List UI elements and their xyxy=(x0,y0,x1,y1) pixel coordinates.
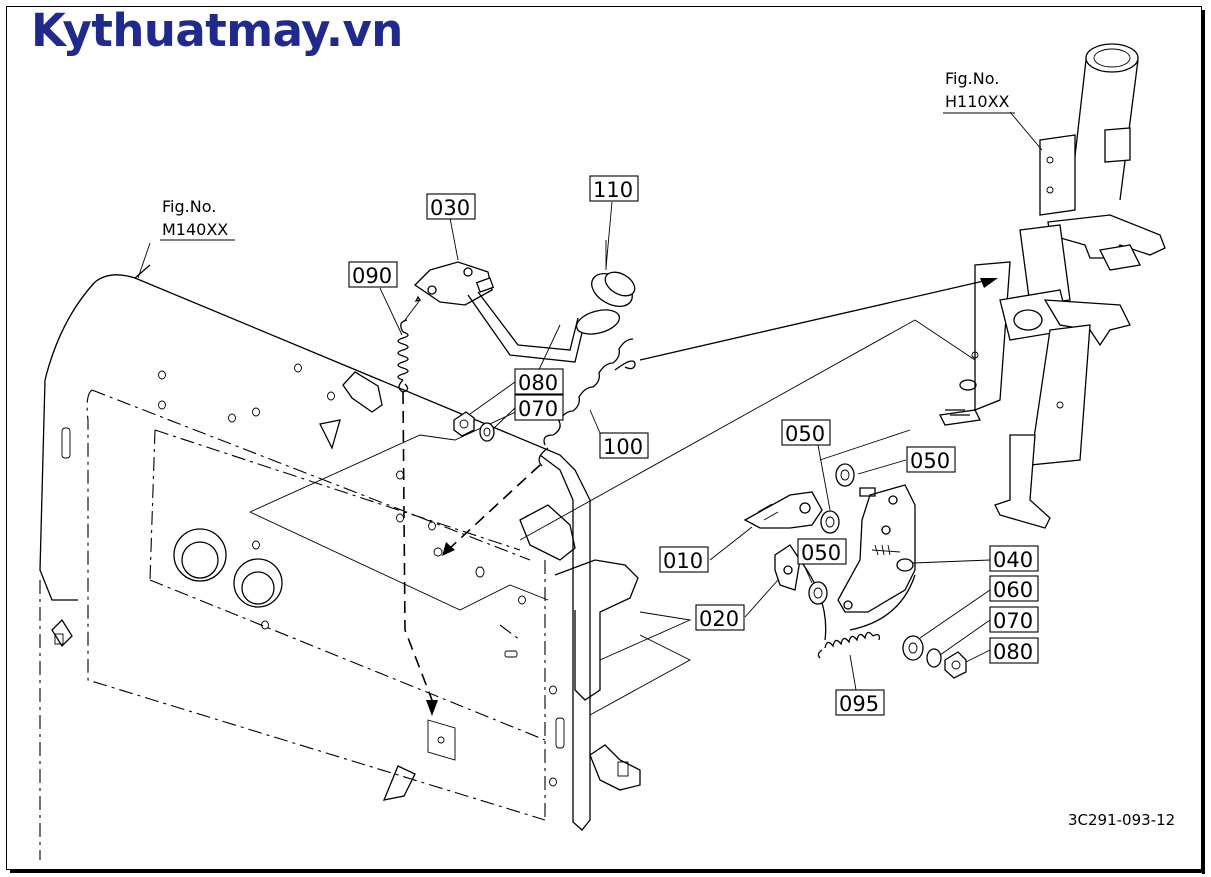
svg-text:Fig.No.: Fig.No. xyxy=(162,197,216,216)
callout-110: 110 xyxy=(589,175,639,202)
callout-095: 095 xyxy=(835,689,885,716)
svg-text:040: 040 xyxy=(993,548,1033,572)
callout-050-right: 050 xyxy=(906,446,956,473)
washers-050-right xyxy=(808,463,855,605)
svg-text:020: 020 xyxy=(699,607,739,631)
svg-text:H110XX: H110XX xyxy=(945,92,1010,111)
callout-050-top: 050 xyxy=(781,419,831,446)
fasteners-060-070-080 xyxy=(902,635,967,679)
callout-080-lower: 080 xyxy=(989,637,1039,664)
main-panel xyxy=(39,264,641,860)
spring-100 xyxy=(538,338,636,467)
frame-shadow-right xyxy=(1202,10,1205,874)
brand-watermark: Kythuatmay.vn xyxy=(31,4,403,57)
lever-020 xyxy=(774,544,827,641)
bracket-040 xyxy=(837,484,916,631)
callout-100: 100 xyxy=(599,432,649,459)
callout-050-lower: 050 xyxy=(797,538,847,565)
pedal-arm-030 xyxy=(413,261,586,363)
svg-text:070: 070 xyxy=(993,609,1033,633)
callout-070-lower: 070 xyxy=(989,606,1039,633)
svg-text:095: 095 xyxy=(839,692,879,716)
nut-washer-080-070-upper xyxy=(453,411,495,442)
svg-text:M140XX: M140XX xyxy=(162,220,228,239)
svg-text:030: 030 xyxy=(430,196,470,220)
svg-text:060: 060 xyxy=(993,578,1033,602)
svg-text:Fig.No.: Fig.No. xyxy=(945,69,999,88)
figure-ref-right: Fig.No. H110XX xyxy=(943,69,1015,114)
figure-ref-left: Fig.No. M140XX xyxy=(160,197,235,241)
svg-text:050: 050 xyxy=(785,422,825,446)
leader-lines xyxy=(137,111,1043,761)
svg-text:080: 080 xyxy=(518,371,558,395)
lever-010 xyxy=(743,491,823,529)
svg-text:080: 080 xyxy=(993,640,1033,664)
column-assembly xyxy=(939,43,1166,529)
callout-090: 090 xyxy=(348,261,398,288)
svg-text:050: 050 xyxy=(801,541,841,565)
frame-shadow-bottom xyxy=(10,870,1205,873)
spring-090 xyxy=(397,295,422,393)
callout-040: 040 xyxy=(989,545,1039,572)
callout-030: 030 xyxy=(426,193,476,220)
drawing-code: 3C291-093-12 xyxy=(1068,811,1175,829)
callout-080-upper: 080 xyxy=(514,368,564,395)
svg-text:050: 050 xyxy=(910,449,950,473)
svg-text:090: 090 xyxy=(352,264,392,288)
pedal-pad-110 xyxy=(575,240,636,335)
spring-095 xyxy=(817,631,881,659)
svg-text:070: 070 xyxy=(518,397,558,421)
callout-020: 020 xyxy=(695,604,745,631)
drawing-frame xyxy=(6,6,1202,870)
svg-text:100: 100 xyxy=(603,435,643,459)
svg-text:110: 110 xyxy=(593,178,633,202)
callout-060: 060 xyxy=(989,575,1039,602)
callout-070-upper: 070 xyxy=(514,394,564,421)
svg-text:010: 010 xyxy=(663,549,703,573)
callout-010: 010 xyxy=(659,546,709,573)
